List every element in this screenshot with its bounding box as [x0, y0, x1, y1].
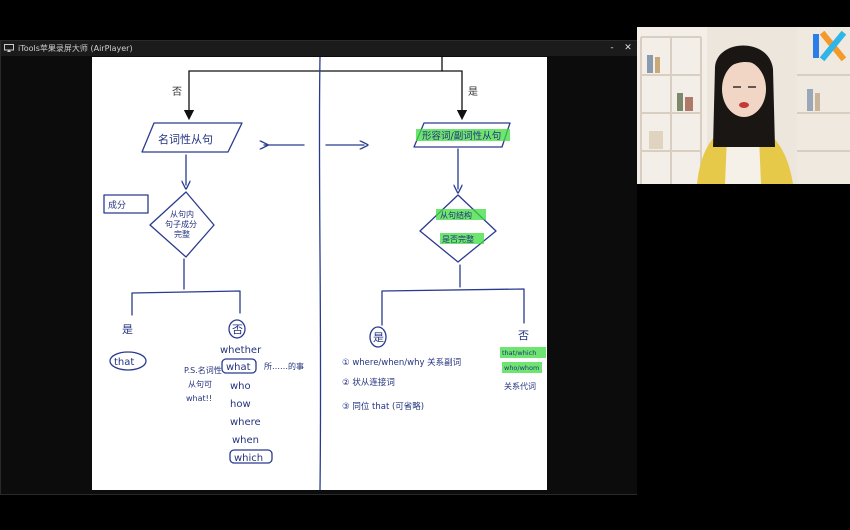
- word-where: where: [230, 417, 261, 428]
- right-no-2: who/whom: [504, 364, 539, 372]
- title-bar: iTools苹果录屏大师 (AirPlayer) - ✕: [1, 41, 637, 56]
- right-box-highlight: [416, 129, 510, 141]
- right-yes-2: ② 状从连接词: [342, 377, 395, 388]
- left-branch-label: 否: [172, 86, 182, 98]
- minimize-button[interactable]: -: [610, 43, 614, 53]
- right-diamond-l1: 从句结构: [440, 210, 472, 220]
- side-note-3: what!!: [186, 394, 212, 403]
- right-box-text: 形容词/副词性从句: [422, 130, 501, 142]
- airplay-icon: [4, 44, 14, 52]
- flow-line-right: [442, 70, 468, 121]
- right-branch-label: 是: [468, 86, 478, 98]
- right-no-3: 关系代词: [504, 381, 536, 391]
- left-diamond-l2: 句子成分: [165, 219, 197, 229]
- right-yes: 是: [373, 331, 384, 344]
- window-title: iTools苹果录屏大师 (AirPlayer): [18, 44, 133, 53]
- right-no-hl1: [500, 347, 546, 358]
- what-box: [221, 358, 257, 374]
- right-no-hl2: [502, 362, 542, 373]
- word-who: who: [230, 381, 251, 392]
- that-circle: [109, 351, 147, 371]
- right-diamond-hl1: [436, 209, 486, 220]
- left-no: 否: [232, 323, 243, 336]
- flow-line-left: [183, 57, 443, 121]
- word-how: how: [230, 399, 251, 410]
- right-yes-circle: [369, 326, 387, 348]
- left-yes-word: that: [114, 357, 134, 368]
- word-which: which: [234, 453, 263, 464]
- word-when: when: [232, 435, 259, 446]
- close-button[interactable]: ✕: [624, 43, 632, 53]
- left-box-text: 名词性从句: [158, 132, 213, 146]
- left-yes: 是: [122, 323, 133, 336]
- left-note-box: [103, 194, 149, 214]
- word-what: what: [226, 362, 251, 373]
- right-diamond: [419, 194, 497, 263]
- left-no-circle: [228, 319, 246, 339]
- side-note-1: P.S.名词性: [184, 365, 222, 375]
- whiteboard: 否 是 名词性从句 形容词/副词性从句 成分 从句内 句子成分 完整 从句结构 …: [92, 57, 547, 490]
- black-background: [637, 184, 850, 530]
- left-diamond: [149, 191, 215, 258]
- right-yes-3: ③ 同位 that (可省略): [342, 401, 424, 412]
- which-box: [229, 449, 273, 464]
- right-tree-lines: [381, 264, 525, 326]
- left-tree-lines: [131, 258, 241, 316]
- right-no: 否: [518, 329, 529, 342]
- word-whether: whether: [220, 345, 262, 356]
- flowchart-drawing: 否 是 名词性从句 形容词/副词性从句 成分 从句内 句子成分 完整 从句结构 …: [103, 57, 546, 490]
- side-note-2: 从句可: [188, 379, 212, 389]
- right-yes-1: ① where/when/why 关系副词: [342, 357, 461, 368]
- right-no-1: that/which: [502, 349, 536, 357]
- divider-line: [318, 57, 322, 490]
- webcam-overlay: [637, 27, 850, 184]
- right-diamond-l2: 是否完整: [442, 234, 474, 244]
- left-note: 成分: [108, 199, 126, 211]
- logo-icon: [810, 30, 847, 62]
- right-diamond-hl2: [440, 233, 484, 244]
- left-box: [141, 122, 243, 153]
- left-diamond-l3: 完整: [174, 229, 190, 239]
- left-diamond-l1: 从句内: [170, 209, 194, 219]
- what-note: 所……的事: [264, 361, 304, 371]
